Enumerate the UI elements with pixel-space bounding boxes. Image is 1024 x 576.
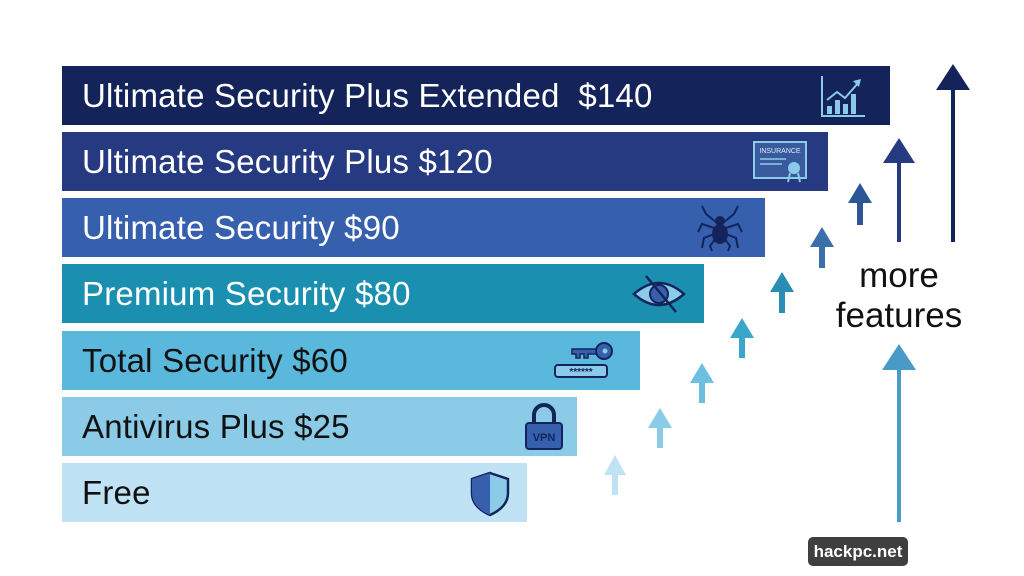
step-arrow: [770, 272, 794, 313]
tier-bar-3: Ultimate Security $90: [62, 198, 765, 257]
tier-bar-6: Antivirus Plus $25 VPN: [62, 397, 577, 456]
tier-label: Ultimate Security Plus $120: [82, 142, 493, 180]
tall-arrow: [936, 64, 970, 242]
step-arrow: [810, 227, 834, 268]
growth-chart-icon: [821, 76, 865, 117]
tier-label: Free: [82, 473, 151, 511]
more-features-line2: features: [835, 296, 963, 335]
tier-bar-5: Total Security $60 ******: [62, 331, 640, 390]
insurance-text: INSURANCE: [759, 148, 801, 155]
step-arrow: [848, 183, 872, 225]
step-arrow: [690, 363, 714, 403]
vpn-text: VPN: [533, 432, 556, 444]
spider-icon: [697, 205, 743, 252]
tier-bar-7: Free: [62, 463, 527, 522]
key-password-icon: ******: [554, 342, 613, 378]
insurance-certificate-icon: INSURANCE: [753, 141, 807, 183]
shield-icon: [470, 471, 510, 517]
tall-arrow: [883, 138, 915, 242]
watermark: hackpc.net: [808, 537, 908, 566]
tier-label: Ultimate Security $90: [82, 208, 400, 246]
tier-label: Total Security $60: [82, 341, 348, 379]
password-mask: ******: [569, 367, 592, 378]
more-features-line1: more: [859, 256, 939, 295]
tier-label: Antivirus Plus $25: [82, 407, 350, 445]
step-arrow: [604, 455, 626, 495]
tier-bar-2: Ultimate Security Plus $120 INSURANCE: [62, 132, 828, 191]
tier-bar-4: Premium Security $80: [62, 264, 704, 323]
tier-bar-1: Ultimate Security Plus Extended $140: [62, 66, 890, 125]
tall-arrow: [882, 344, 916, 522]
step-arrow: [648, 408, 672, 448]
tier-label: Ultimate Security Plus Extended $140: [82, 76, 653, 114]
step-arrow: [730, 318, 754, 358]
tier-label: Premium Security $80: [82, 274, 411, 312]
vpn-lock-icon: VPN: [525, 403, 563, 450]
eye-slash-icon: [632, 275, 686, 313]
